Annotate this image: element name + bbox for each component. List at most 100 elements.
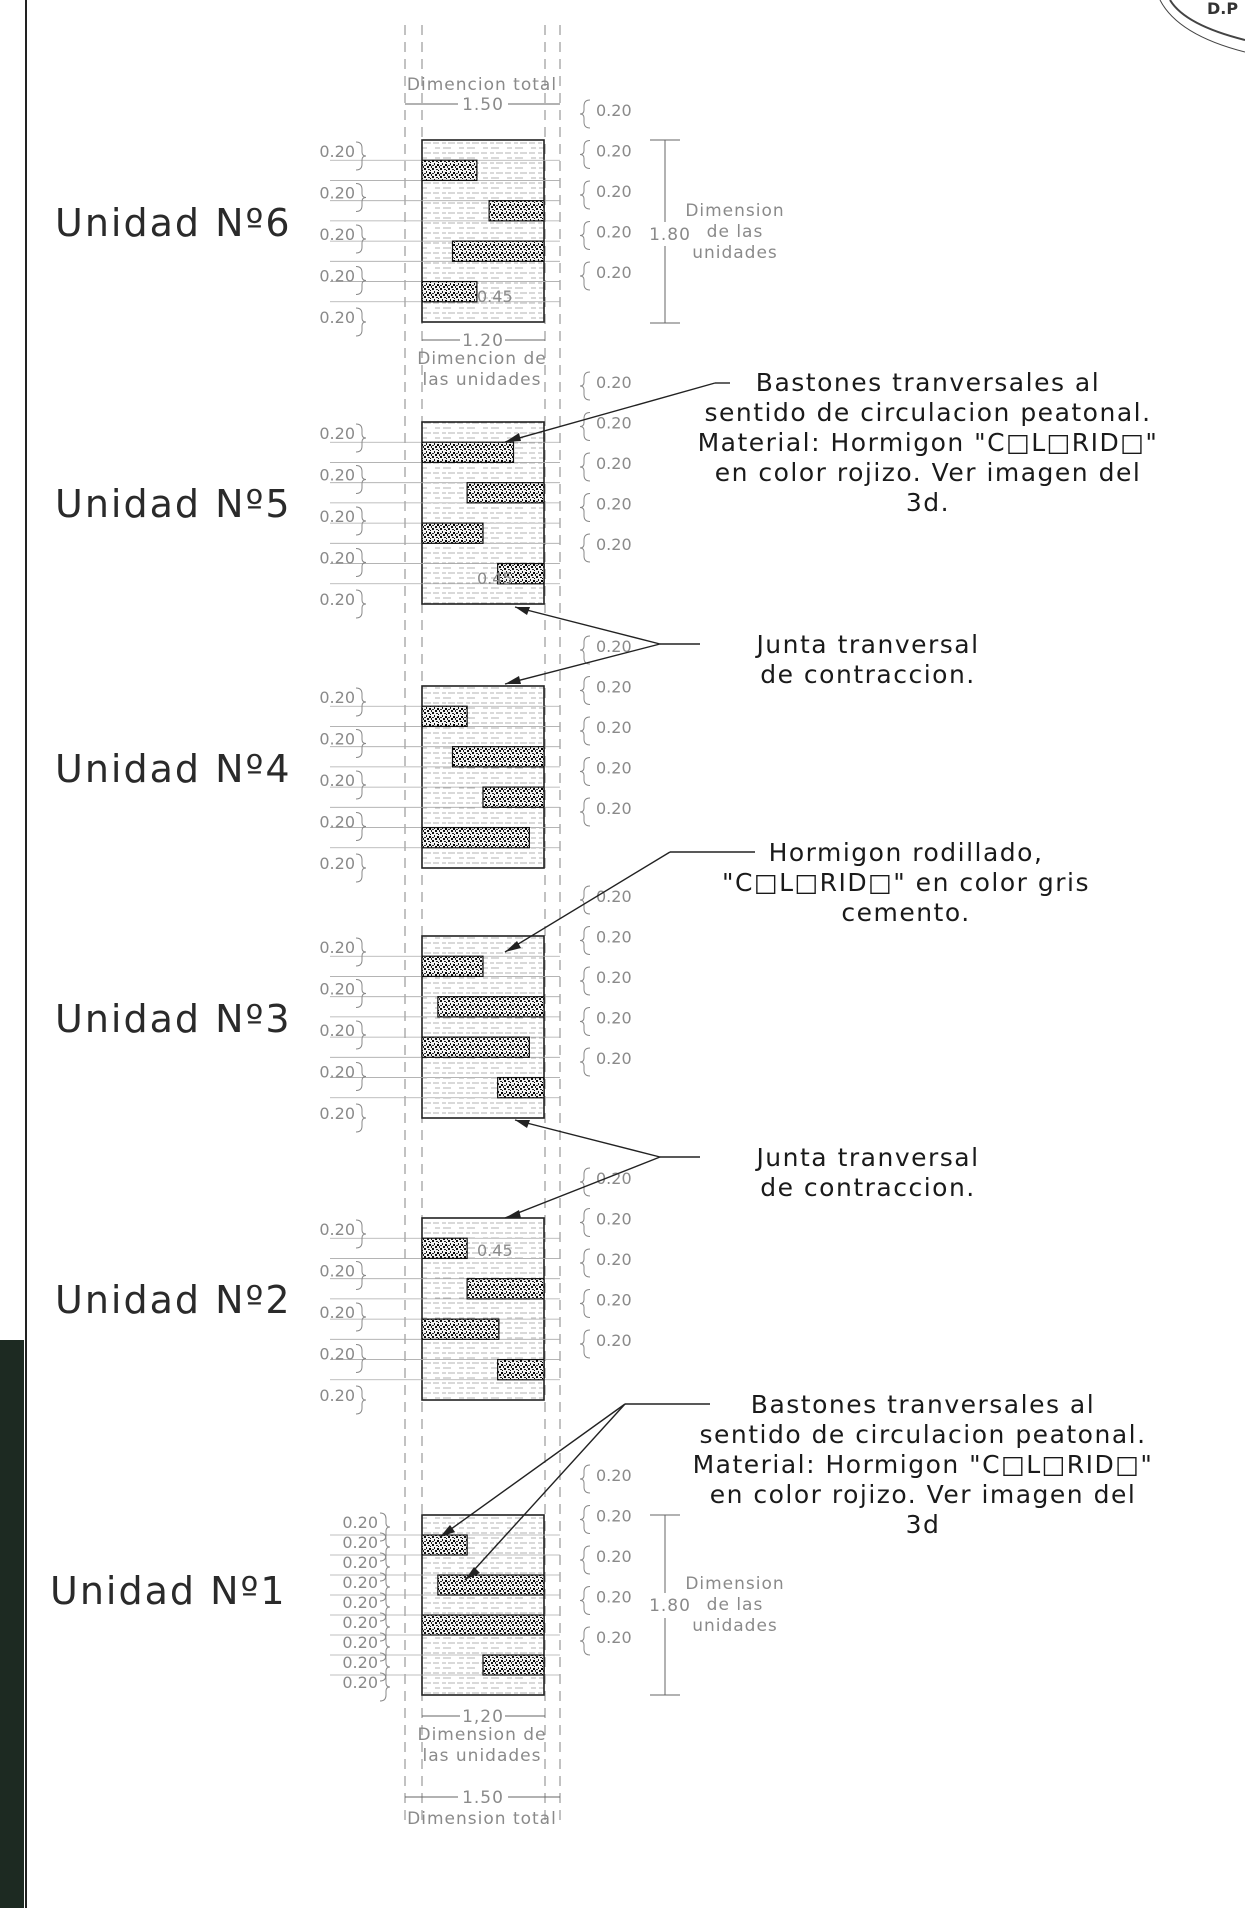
spacing-bracket-left (355, 548, 367, 577)
spacing-label-right: 0.20 (596, 1588, 632, 1607)
spacing-bracket-left (355, 687, 367, 717)
unit-width-bottom: 1,20 (462, 1707, 504, 1727)
inner-value-label: 0.45 (477, 1241, 513, 1260)
spacing-bracket-left (379, 1572, 391, 1602)
spacing-label-left: 0.20 (342, 1653, 378, 1672)
spacing-bracket-left (355, 729, 367, 758)
note-junta-1-line-1: Junta tranversal (754, 630, 979, 659)
unit-width-label-bottom-1: Dimension de (417, 1725, 546, 1745)
spacing-bracket-left (355, 224, 367, 254)
total-label-bottom: Dimension total (407, 1809, 557, 1829)
spacing-bracket-right (579, 412, 591, 441)
spacing-label-right: 0.20 (596, 101, 632, 120)
spacing-bracket-right (579, 676, 591, 705)
note-hormigon: Hormigon rodillado, "C□L□RID□" en color … (722, 838, 1090, 927)
top-unit-width-dimension: 1.20 Dimencion de las unidades (417, 331, 546, 390)
spacing-label-right: 0.20 (596, 1291, 632, 1310)
spacing-bracket-right (579, 1167, 591, 1197)
spacing-label-left: 0.20 (319, 308, 355, 327)
spacing-label-right: 0.20 (596, 1210, 632, 1229)
spacing-label-right: 0.20 (596, 263, 632, 282)
unit-label: Unidad Nº6 (55, 201, 292, 245)
spacing-label-left: 0.20 (319, 1345, 355, 1364)
unit-5: Unidad Nº5 0.20 0.20 0.20 0.20 0.20 0.20 0.20 0.… (55, 371, 632, 619)
note-junta-2: Junta tranversal de contraccion. (754, 1143, 978, 1202)
note-junta-1-line-2: de contraccion. (760, 660, 976, 689)
baston-bar (421, 1614, 545, 1636)
bottom-unit-width-dimension: 1,20 Dimension de las unidades (417, 1707, 546, 1766)
spacing-bracket-right (579, 1248, 591, 1278)
spacing-bracket-left (379, 1652, 391, 1682)
spacing-label-left: 0.20 (342, 1573, 378, 1592)
baston-bar (421, 826, 530, 849)
spacing-label-right: 0.20 (596, 182, 632, 201)
spacing-label-left: 0.20 (319, 771, 355, 790)
baston-bar (421, 1318, 500, 1340)
note-bastones-top-line-2: sentido de circulacion peatonal. (704, 398, 1151, 427)
unit-label: Unidad Nº2 (55, 1278, 292, 1322)
leader-lines (439, 382, 716, 1581)
spacing-label-left: 0.20 (319, 424, 355, 443)
spacing-bracket-left (355, 853, 367, 883)
spacing-bracket-left (355, 266, 367, 295)
unit-label: Unidad Nº4 (55, 747, 292, 791)
spacing-label-left: 0.20 (319, 590, 355, 609)
spacing-bracket-right (579, 1505, 591, 1534)
unit-label: Unidad Nº5 (55, 482, 292, 526)
baston-bar (497, 1076, 545, 1099)
spacing-bracket-left (379, 1672, 391, 1702)
spacing-label-left: 0.20 (319, 507, 355, 526)
unit-width-top: 1.20 (462, 331, 504, 351)
spacing-label-right: 0.20 (596, 1250, 632, 1269)
spacing-bracket-left (355, 1344, 367, 1373)
spacing-label-right: 0.20 (596, 535, 632, 554)
spacing-label-left: 0.20 (319, 813, 355, 832)
spacing-label-left: 0.20 (342, 1613, 378, 1632)
baston-bar (451, 240, 545, 262)
leader-arrowheads (440, 433, 530, 1580)
total-label-top: Dimencion total (407, 75, 557, 95)
spacing-label-right: 0.20 (596, 718, 632, 737)
note-bastones-bottom-line-4: en color rojizo. Ver imagen del (710, 1480, 1137, 1509)
spacing-bracket-left (355, 506, 367, 536)
spacing-bracket-right (579, 885, 591, 915)
spacing-bracket-left (355, 770, 367, 800)
note-hormigon-line-2: "C□L□RID□" en color gris (722, 868, 1090, 897)
spacing-bracket-right (579, 797, 591, 827)
spacing-bracket-right (579, 180, 591, 210)
baston-bar (482, 786, 545, 808)
spacing-label-left: 0.20 (319, 184, 355, 203)
unit-height-bottom: 1.80 (649, 1596, 691, 1616)
spacing-label-right: 0.20 (596, 414, 632, 433)
top-unit-height-dimension: 1.80 Dimension de las unidades (649, 139, 784, 324)
photo-strip (0, 1340, 24, 1908)
spacing-bracket-right (579, 926, 591, 955)
spacing-label-left: 0.20 (319, 1063, 355, 1082)
note-bastones-top: Bastones tranversales al sentido de circ… (698, 368, 1157, 517)
spacing-bracket-right (579, 757, 591, 786)
spacing-bracket-left (355, 307, 367, 337)
spacing-label-left: 0.20 (319, 466, 355, 485)
spacing-bracket-left (355, 1302, 367, 1332)
spacing-label-right: 0.20 (596, 454, 632, 473)
units-layer: Unidad Nº6 0.20 0.20 0.20 0.20 0.20 0.20 0.20 0.… (50, 99, 632, 1702)
baston-bar (437, 1574, 545, 1596)
baston-bar (421, 522, 484, 544)
note-bastones-bottom-line-1: Bastones tranversales al (751, 1390, 1095, 1419)
bottom-unit-height-dimension: 1.80 Dimension de las unidades (649, 1514, 784, 1696)
unit-height-label-top-1: Dimension (685, 201, 784, 221)
unit-3: Unidad Nº30.200.200.200.200.200.200.200.… (55, 885, 632, 1133)
note-bastones-top-line-4: en color rojizo. Ver imagen del (715, 458, 1142, 487)
total-width-bottom: 1.50 (462, 1788, 504, 1808)
inner-value-label: 0.45 (477, 569, 513, 588)
stamp-text: D.P (1207, 0, 1238, 18)
spacing-label-right: 0.20 (596, 1628, 632, 1647)
spacing-label-left: 0.20 (319, 1386, 355, 1405)
spacing-label-left: 0.20 (342, 1673, 378, 1692)
spacing-bracket-left (379, 1532, 391, 1562)
spacing-label-right: 0.20 (596, 1507, 632, 1526)
spacing-bracket-right (579, 493, 591, 522)
baston-bar (437, 996, 545, 1018)
baston-bar (488, 200, 545, 222)
